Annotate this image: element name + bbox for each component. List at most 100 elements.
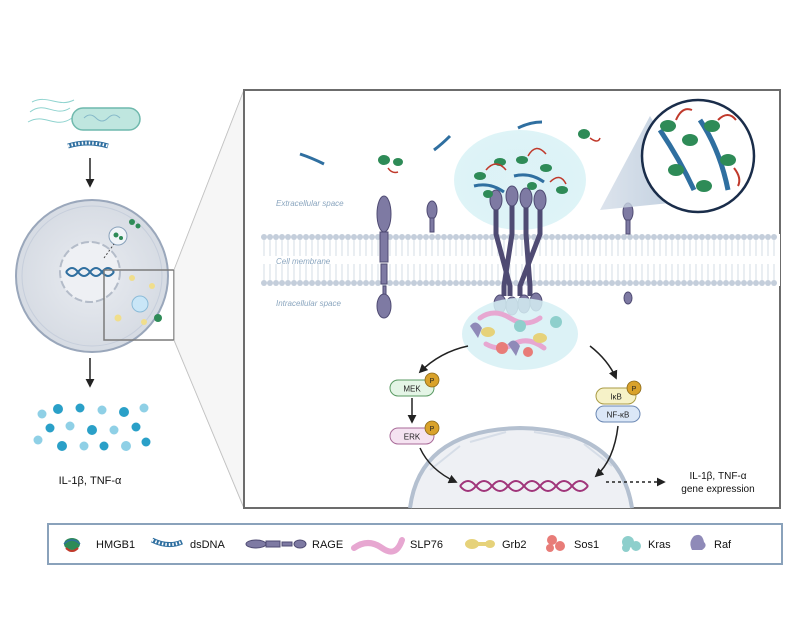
lipid-head bbox=[759, 234, 765, 240]
lipid-head bbox=[657, 234, 663, 240]
svg-text:ERK: ERK bbox=[404, 433, 421, 442]
lipid-head bbox=[513, 280, 519, 286]
lipid-head bbox=[651, 234, 657, 240]
lipid-head bbox=[309, 280, 315, 286]
lipid-head bbox=[609, 234, 615, 240]
legend-item-hmgb1: HMGB1 bbox=[63, 538, 135, 552]
legend-item-slp76: SLP76 bbox=[351, 537, 443, 555]
lipid-head bbox=[723, 234, 729, 240]
lipid-head bbox=[315, 234, 321, 240]
lipid-head bbox=[591, 280, 597, 286]
lipid-head bbox=[723, 280, 729, 286]
lipid-head bbox=[573, 280, 579, 286]
lipid-head bbox=[729, 234, 735, 240]
legend-item-raf: Raf bbox=[690, 534, 732, 551]
lipid-head bbox=[579, 280, 585, 286]
lipid-head bbox=[321, 234, 327, 240]
lipid-head bbox=[405, 234, 411, 240]
lipid-head bbox=[399, 280, 405, 286]
lipid-head bbox=[435, 234, 441, 240]
lipid-head bbox=[735, 280, 741, 286]
cytokine-label: IL-1β, TNF-α bbox=[59, 475, 122, 487]
lipid-head bbox=[489, 280, 495, 286]
cytokine-dots bbox=[33, 403, 151, 451]
slp76-icon bbox=[351, 537, 405, 555]
lipid-head bbox=[321, 280, 327, 286]
lipid-head bbox=[717, 280, 723, 286]
free-dsdna bbox=[299, 120, 543, 166]
lipid-head bbox=[711, 234, 717, 240]
lipid-head bbox=[555, 280, 561, 286]
extracellular-label: Extracellular space bbox=[276, 199, 344, 208]
dsdna-fragment-icon bbox=[67, 140, 109, 149]
lipid-head bbox=[303, 234, 309, 240]
lipid-head bbox=[327, 280, 333, 286]
ikb-node: IκB P bbox=[595, 380, 642, 405]
lipid-head bbox=[531, 234, 537, 240]
lipid-head bbox=[471, 280, 477, 286]
svg-text:HMGB1: HMGB1 bbox=[96, 539, 135, 551]
lipid-head bbox=[741, 234, 747, 240]
intracellular-label: Intracellular space bbox=[276, 299, 341, 308]
lipid-head bbox=[339, 280, 345, 286]
lipid-head bbox=[387, 280, 393, 286]
lipid-head bbox=[339, 234, 345, 240]
lipid-head bbox=[645, 234, 651, 240]
lipid-head bbox=[423, 234, 429, 240]
bacterium-icon bbox=[27, 98, 141, 131]
lipid-head bbox=[411, 280, 417, 286]
lipid-head bbox=[705, 280, 711, 286]
lipid-head bbox=[741, 280, 747, 286]
lipid-head bbox=[393, 234, 399, 240]
lipid-head bbox=[393, 280, 399, 286]
lipid-head bbox=[657, 280, 663, 286]
lipid-head bbox=[375, 280, 381, 286]
lipid-head bbox=[333, 234, 339, 240]
membrane-label: Cell membrane bbox=[276, 257, 331, 266]
lipid-head bbox=[273, 234, 279, 240]
grb2-icon bbox=[465, 539, 495, 549]
arrow-nfkb-to-dna bbox=[594, 425, 619, 478]
lipid-head bbox=[675, 280, 681, 286]
lipid-head bbox=[615, 234, 621, 240]
nfkb-node: NF-κB bbox=[595, 405, 641, 423]
svg-text:P: P bbox=[430, 378, 435, 385]
free-hmgb1 bbox=[378, 129, 601, 174]
immune-cell bbox=[15, 199, 169, 353]
lipid-head bbox=[597, 234, 603, 240]
lipid-head bbox=[279, 280, 285, 286]
lipid-head bbox=[639, 234, 645, 240]
lipid-head bbox=[267, 280, 273, 286]
lipid-head bbox=[693, 280, 699, 286]
lipid-head bbox=[471, 234, 477, 240]
lipid-head bbox=[501, 234, 507, 240]
lipid-head bbox=[651, 280, 657, 286]
lipid-head bbox=[417, 234, 423, 240]
lipid-head bbox=[519, 234, 525, 240]
lipid-head bbox=[699, 280, 705, 286]
lipid-head bbox=[279, 234, 285, 240]
svg-text:SLP76: SLP76 bbox=[410, 539, 443, 551]
lipid-head bbox=[621, 280, 627, 286]
mek-node: MEK P bbox=[389, 372, 440, 397]
lipid-head bbox=[699, 234, 705, 240]
lipid-head bbox=[309, 234, 315, 240]
legend: HMGB1 dsDNA RAGE SLP76 bbox=[47, 523, 783, 565]
lipid-head bbox=[453, 280, 459, 286]
lipid-head bbox=[765, 280, 771, 286]
output-label-line1: IL-1β, TNF-α bbox=[689, 471, 746, 482]
lipid-head bbox=[771, 234, 777, 240]
lipid-head bbox=[477, 234, 483, 240]
lipid-head bbox=[603, 234, 609, 240]
lipid-head bbox=[405, 280, 411, 286]
lipid-head bbox=[411, 234, 417, 240]
lipid-head bbox=[447, 234, 453, 240]
hmgb1-icon bbox=[63, 538, 81, 552]
lipid-head bbox=[351, 280, 357, 286]
lipid-head bbox=[609, 280, 615, 286]
lipid-head bbox=[273, 280, 279, 286]
zoom-cone bbox=[174, 90, 244, 508]
rage-receptor-left bbox=[376, 195, 392, 319]
legend-item-dsdna: dsDNA bbox=[150, 537, 226, 551]
lipid-head bbox=[465, 280, 471, 286]
